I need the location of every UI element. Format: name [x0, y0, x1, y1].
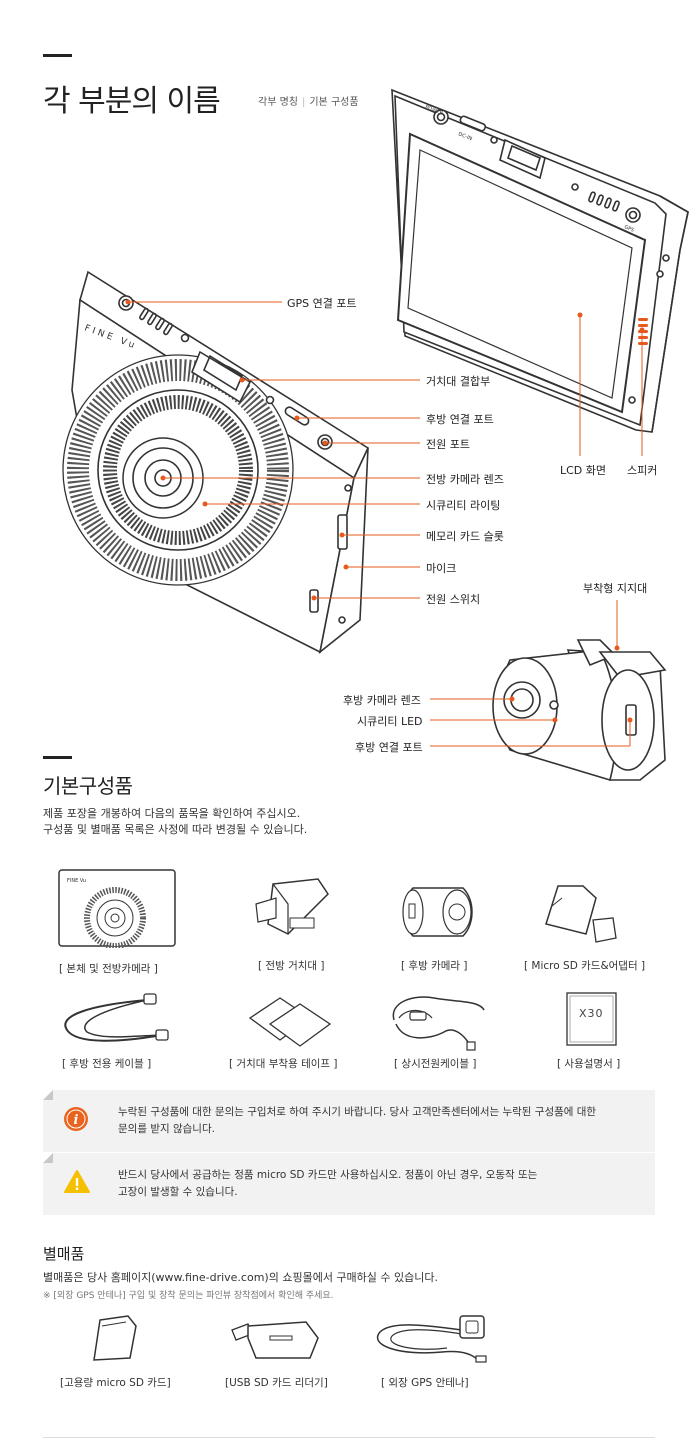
notice-corner-1	[43, 1090, 53, 1100]
section-marker-2	[43, 756, 72, 759]
label-power-port: 전원 포트	[426, 438, 470, 451]
item-rear-cable-image	[64, 993, 169, 1042]
notice-warning: 반드시 당사에서 공급하는 정품 micro SD 카드만 사용하십시오. 정품…	[43, 1153, 655, 1215]
item-front-mount-image	[255, 878, 329, 935]
notice-info: i 누락된 구성품에 대한 문의는 구입처로 하여 주시기 바랍니다. 당사 고…	[43, 1090, 655, 1152]
optional-caption-sd: [고용량 micro SD 카드]	[60, 1377, 171, 1389]
item-body-front-camera-image: FINE Vu	[58, 869, 176, 948]
section-marker-1	[43, 54, 72, 57]
item-rear-camera-image	[402, 887, 473, 937]
label-front-lens: 전방 카메라 렌즈	[426, 473, 504, 486]
section-title-optional: 별매품	[43, 1245, 85, 1263]
item-caption-front-mount: [ 전방 거치대 ]	[258, 960, 325, 972]
label-lcd: LCD 화면	[560, 464, 607, 477]
optional-sd-card-image	[93, 1315, 137, 1361]
optional-gps-antenna-image	[376, 1315, 487, 1363]
item-manual-image	[566, 992, 617, 1046]
rear-camera-illustration	[492, 639, 667, 782]
optional-caption-card-reader: [USB SD 카드 리더기]	[225, 1377, 328, 1389]
optional-caption-gps: [ 외장 GPS 안테나]	[381, 1377, 469, 1389]
item-body-brand-text: FINE Vu	[67, 878, 86, 884]
item-caption-body: [ 본체 및 전방카메라 ]	[59, 963, 158, 975]
breadcrumb-item-1: 각부 명칭	[258, 97, 298, 108]
item-caption-manual: [ 사용설명서 ]	[557, 1058, 621, 1070]
lcd-gps-text: GPS	[623, 224, 635, 233]
notice-corner-2	[43, 1153, 53, 1163]
notice-warning-line1: 반드시 당사에서 공급하는 정품 micro SD 카드만 사용하십시오. 정품…	[118, 1169, 538, 1181]
label-security-lighting: 시큐리티 라이팅	[426, 499, 501, 512]
item-caption-sd-card: [ Micro SD 카드&어댑터 ]	[524, 960, 646, 972]
label-rear-lens: 후방 카메라 렌즈	[343, 694, 421, 707]
item-manual-label: X30	[579, 1007, 604, 1020]
svg-text:i: i	[74, 1113, 79, 1128]
lcd-dcin-text: DC-IN	[457, 131, 473, 142]
device-diagram: POWER DC-IN GPS	[62, 88, 689, 782]
label-rear-connect: 후방 연결 포트	[355, 741, 423, 754]
page-title: 각 부분의 이름	[43, 84, 221, 119]
label-mic: 마이크	[426, 562, 457, 575]
label-memory-slot: 메모리 카드 슬롯	[426, 530, 504, 543]
item-caption-rear-camera: [ 후방 카메라 ]	[401, 960, 468, 972]
item-caption-tape: [ 거치대 부착용 테이프 ]	[229, 1058, 338, 1070]
optional-desc: 별매품은 당사 홈페이지(www.fine-drive.com)의 쇼핑몰에서 …	[43, 1271, 438, 1284]
label-rear-port: 후방 연결 포트	[426, 413, 494, 426]
label-power-switch: 전원 스위치	[426, 593, 481, 606]
warning-icon	[64, 1170, 90, 1193]
item-caption-rear-cable: [ 후방 전용 케이블 ]	[62, 1058, 152, 1070]
section-desc-line1: 제품 포장을 개봉하여 다음의 품목을 확인하여 주십시오.	[43, 807, 301, 820]
item-power-cable-image	[392, 996, 485, 1051]
info-icon: i	[64, 1107, 88, 1131]
label-mount-bracket: 부착형 지지대	[583, 582, 648, 595]
notice-info-line1: 누락된 구성품에 대한 문의는 구입처로 하여 주시기 바랍니다. 당사 고객만…	[118, 1106, 597, 1118]
label-security-led: 시큐리티 LED	[357, 715, 423, 728]
item-sd-card-image	[545, 885, 617, 943]
section-title-components: 기본구성품	[43, 774, 133, 798]
item-caption-power-cable: [ 상시전원케이블 ]	[394, 1058, 477, 1070]
breadcrumb-item-2: 기본 구성품	[309, 97, 359, 108]
section-desc-line2: 구성품 및 별매품 목록은 사정에 따라 변경될 수 있습니다.	[43, 823, 308, 836]
optional-card-reader-image	[231, 1321, 319, 1359]
item-tape-image	[248, 997, 332, 1047]
notice-info-line2: 문의를 받지 않습니다.	[118, 1123, 215, 1135]
notice-warning-line2: 고장이 발생할 수 있습니다.	[118, 1186, 238, 1198]
label-speaker: 스피커	[627, 464, 658, 477]
footer-divider	[43, 1437, 655, 1438]
breadcrumb: 각부 명칭|기본 구성품	[258, 97, 359, 108]
front-device-illustration	[62, 270, 370, 654]
lcd-device-illustration	[391, 88, 689, 433]
label-gps-port: GPS 연결 포트	[287, 297, 357, 310]
optional-note: ※ [외장 GPS 안테나] 구입 및 장착 문의는 파인뷰 장착점에서 확인해…	[43, 1291, 334, 1301]
label-mount-joint: 거치대 결합부	[426, 375, 491, 388]
